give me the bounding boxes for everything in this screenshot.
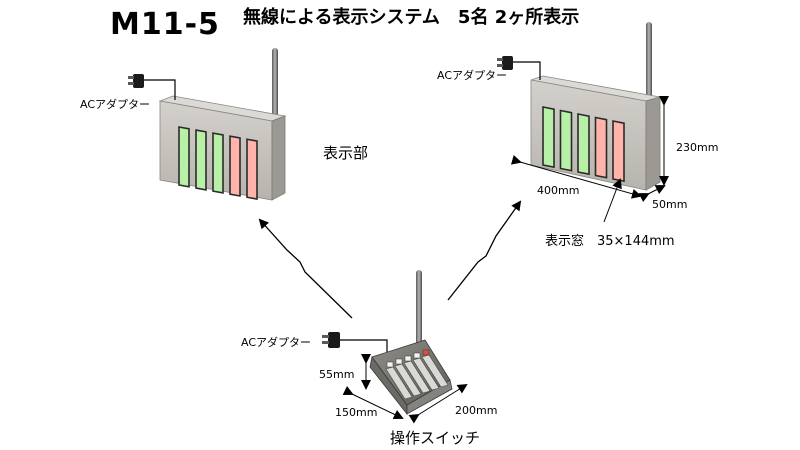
display-left-window-2 [195,129,207,191]
display-left-window-3 [212,132,224,194]
ac-adapter-label-switch: ACアダプター [241,336,312,349]
display-right-window-2 [559,109,573,172]
display-right-window-5 [612,120,625,183]
switch-led-4 [413,352,421,359]
display-left-window-4 [229,135,241,197]
dim-switch-width-arrow [408,383,468,424]
display-left-window-1 [178,126,190,188]
antenna-left [272,48,278,128]
ac-cable-left [140,79,176,100]
display-left-window-5 [246,138,258,200]
dim-switch-depth-arrow [342,386,404,420]
dim-depth-arrow [638,185,666,203]
switch-led-2 [395,358,403,365]
switch-led-5 [422,349,430,356]
wireless-signal-right [447,200,522,301]
ac-cable-switch [340,339,388,352]
display-right-window-4 [594,116,608,179]
display-right-window-3 [577,113,590,176]
ac-adapter-label-left: ACアダプター [80,98,151,111]
antenna-right [646,22,652,102]
dim-switch-width-label: 200mm [455,404,498,417]
display-unit-label: 表示部 [323,144,369,162]
display-right-window-1 [542,106,555,169]
window-pointer [603,178,622,223]
antenna-switch [416,270,422,346]
display-windows-left [178,126,258,200]
ac-adapter-label-right: ACアダプター [437,69,508,82]
dim-switch-height-label: 55mm [319,368,355,381]
switch-name-label: 操作スイッチ [390,429,481,447]
switch-led-1 [386,361,394,368]
ac-plug-right-icon [497,56,513,70]
operation-switch [322,270,468,424]
ac-plug-left-icon [128,74,144,88]
dim-height-label: 230mm [676,141,719,154]
dim-depth-label: 50mm [652,198,688,211]
display-unit-left [128,48,287,201]
dim-switch-depth-label: 150mm [335,406,378,419]
display-left-side [271,115,286,201]
display-unit-right [497,22,669,223]
dim-width-arrow [510,155,642,199]
ac-plug-switch-icon [322,332,340,348]
model-number: M11-5 [110,7,220,42]
diagram-title: 無線による表示システム 5名 2ヶ所表示 [243,7,580,28]
wireless-signal-left [258,218,353,319]
display-right-side [645,96,661,191]
ac-cable-right [513,61,541,80]
switch-led-3 [404,355,412,362]
dim-width-label: 400mm [537,184,580,197]
window-size-label: 表示窓 35×144mm [545,234,675,249]
